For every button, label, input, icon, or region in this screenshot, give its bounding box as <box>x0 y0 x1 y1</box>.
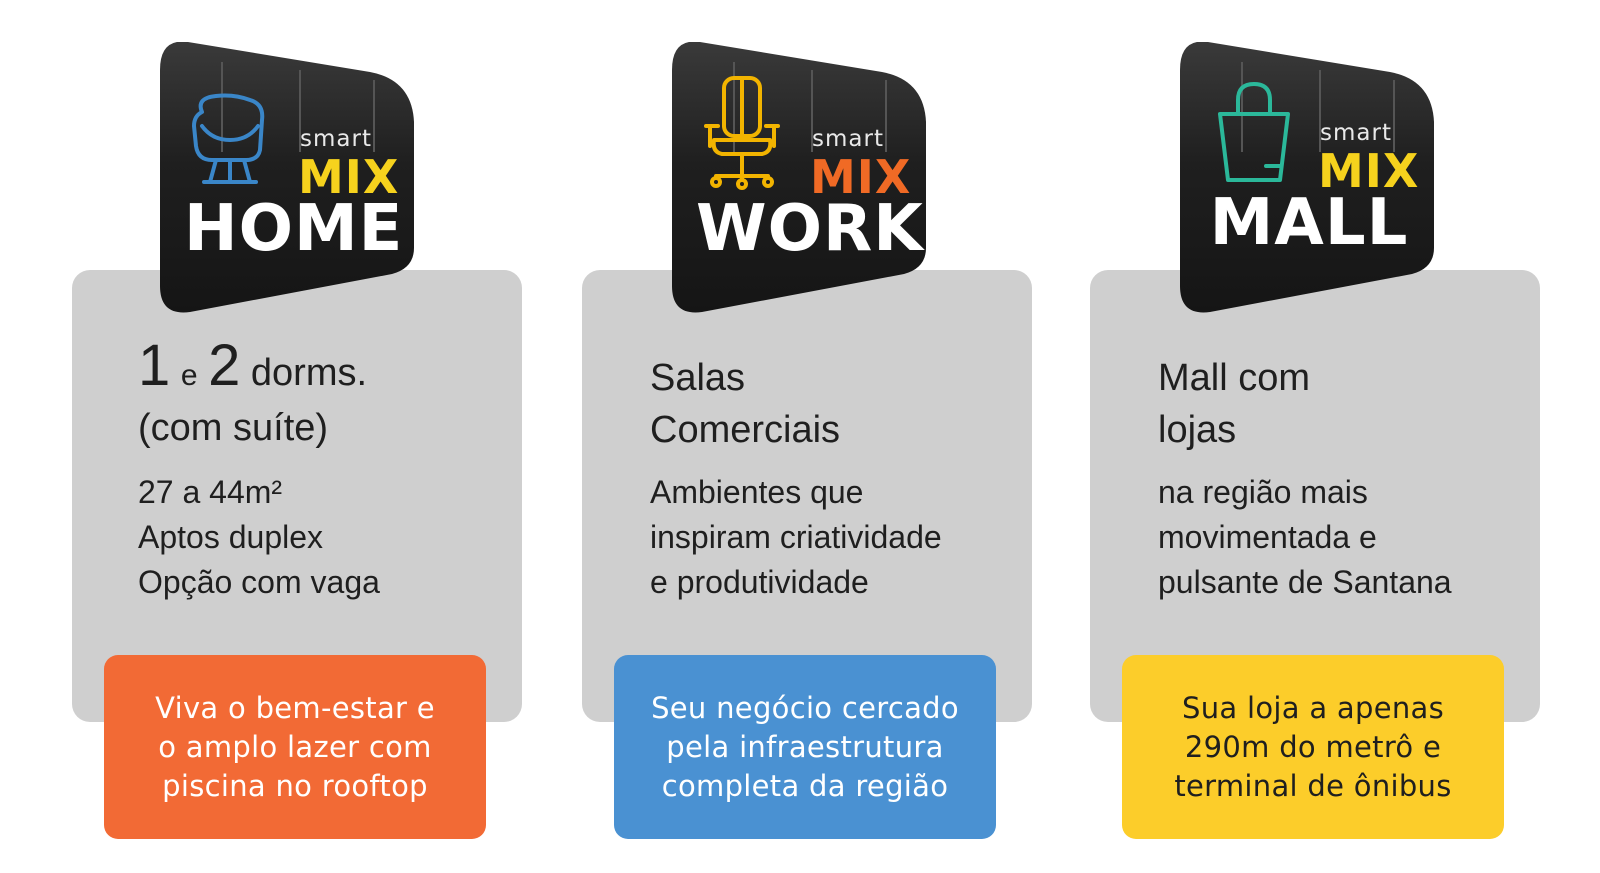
mall-highlight-line: 290m do metrô e <box>1184 729 1442 764</box>
work-detail-line: e produtividade <box>650 564 869 600</box>
home-detail-line: Opção com vaga <box>138 564 380 600</box>
work-highlight-line: Seu negócio cercado <box>651 690 959 725</box>
logo-badge-shape <box>160 42 414 313</box>
mall-details: na região mais movimentada e pulsante de… <box>1158 470 1452 605</box>
smart-mix-work-logo: smart MIX WORK <box>672 42 942 316</box>
home-detail-line: 27 a 44m² <box>138 474 283 510</box>
home-details: 27 a 44m² Aptos duplex Opção com vaga <box>138 470 380 605</box>
work-heading: Salas Comerciais <box>650 352 840 456</box>
mall-heading: Mall com lojas <box>1158 352 1310 456</box>
work-detail-line: inspiram criatividade <box>650 519 942 555</box>
home-heading-num1: 1 <box>138 333 171 398</box>
home-heading-e: e <box>180 359 198 392</box>
home-heading-num2: 2 <box>208 333 241 398</box>
home-heading: 1 e 2 dorms. (com suíte) <box>138 337 368 454</box>
logo-smart-text: smart <box>300 126 372 152</box>
mall-highlight-line: Sua loja a apenas <box>1182 690 1444 725</box>
logo-mix-text: MIX <box>298 150 400 204</box>
work-heading-line1: Salas <box>650 357 746 399</box>
logo-mix-text: MIX <box>1318 144 1420 198</box>
logo-badge-shape <box>672 42 926 313</box>
armchair-icon <box>192 93 265 184</box>
home-highlight-line: o amplo lazer com <box>158 729 432 764</box>
home-detail-line: Aptos duplex <box>138 519 324 555</box>
logo-mix-text: MIX <box>810 150 912 204</box>
office-chair-icon <box>704 76 780 190</box>
mall-highlight-box: Sua loja a apenas 290m do metrô e termin… <box>1122 655 1504 839</box>
home-highlight-line: Viva o bem-estar e <box>155 690 435 725</box>
mall-detail-line: movimentada e <box>1158 519 1377 555</box>
home-highlight-box: Viva o bem-estar e o amplo lazer com pis… <box>104 655 486 839</box>
home-heading-line2: (com suíte) <box>138 407 329 449</box>
mall-card <box>1090 270 1540 722</box>
logo-smart-text: smart <box>812 126 884 152</box>
mall-heading-line2: lojas <box>1158 409 1237 451</box>
work-card <box>582 270 1032 722</box>
smart-mix-home-logo: smart MIX HOME <box>160 42 430 316</box>
logo-home-text: HOME <box>184 192 404 266</box>
logo-work-text: WORK <box>696 192 924 266</box>
logo-smart-text: smart <box>1320 120 1392 146</box>
smart-mix-mall-logo: smart MIX MALL <box>1180 42 1450 316</box>
work-details: Ambientes que inspiram criatividade e pr… <box>650 470 942 605</box>
home-highlight-line: piscina no rooftop <box>162 768 428 803</box>
mall-highlight-line: terminal de ônibus <box>1174 768 1452 803</box>
logo-mall-text: MALL <box>1209 186 1409 260</box>
mall-detail-line: na região mais <box>1158 474 1368 510</box>
work-highlight-line: completa da região <box>661 768 949 803</box>
home-card <box>72 270 522 722</box>
mall-detail-line: pulsante de Santana <box>1158 564 1452 600</box>
work-highlight-line: pela infraestrutura <box>666 729 944 764</box>
logo-badge-shape <box>1180 42 1434 313</box>
shopping-bag-icon <box>1218 82 1290 182</box>
home-heading-rest: dorms. <box>250 352 368 394</box>
work-heading-line2: Comerciais <box>650 409 841 451</box>
mall-heading-line1: Mall com <box>1158 357 1311 399</box>
work-highlight-box: Seu negócio cercado pela infraestrutura … <box>614 655 996 839</box>
work-detail-line: Ambientes que <box>650 474 864 510</box>
